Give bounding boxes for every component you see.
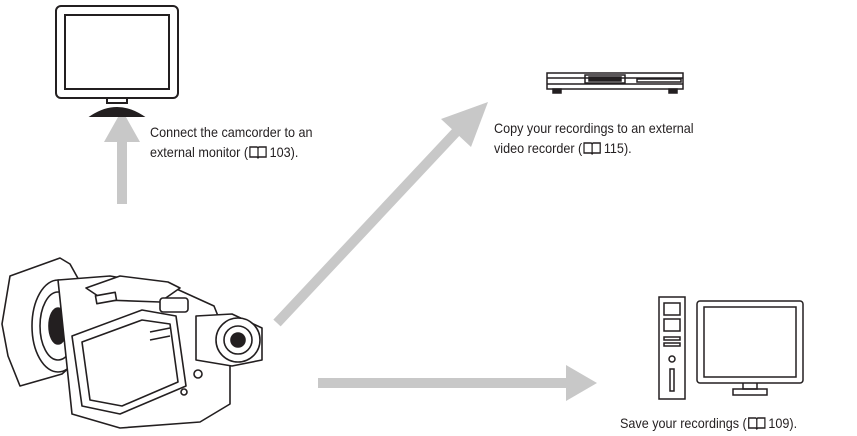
computer-caption-line1: Save your recordings ( 109). [620,413,797,435]
book-icon [748,415,766,435]
recorder-caption-prefix: video recorder ( [494,140,582,156]
desktop-computer-icon [655,295,805,415]
computer-page-ref[interactable]: 109 [768,415,789,431]
monitor-caption-suffix: ). [291,144,299,160]
arrow-to-computer [318,365,597,401]
recorder-caption-suffix: ). [624,140,632,156]
monitor-caption-line1: Connect the camcorder to an [150,122,312,142]
recorder-page-ref[interactable]: 115 [604,140,624,156]
monitor-page-ref[interactable]: 103 [270,144,291,160]
tv-monitor-icon [52,4,182,119]
monitor-caption-prefix: external monitor ( [150,144,248,160]
computer-caption: Save your recordings ( 109). [620,413,797,435]
computer-caption-suffix: ). [789,415,797,431]
camcorder-icon [0,236,300,436]
book-icon [249,144,267,164]
computer-caption-prefix: Save your recordings ( [620,415,747,431]
monitor-caption: Connect the camcorder to an external mon… [150,122,312,164]
arrow-to-monitor [104,110,140,204]
recorder-caption-line2: video recorder ( 115). [494,138,694,160]
book-icon [583,140,601,160]
video-recorder-icon [545,70,685,96]
recorder-caption: Copy your recordings to an external vide… [494,118,694,160]
monitor-caption-line2: external monitor ( 103). [150,142,312,164]
recorder-caption-line1: Copy your recordings to an external [494,118,694,138]
